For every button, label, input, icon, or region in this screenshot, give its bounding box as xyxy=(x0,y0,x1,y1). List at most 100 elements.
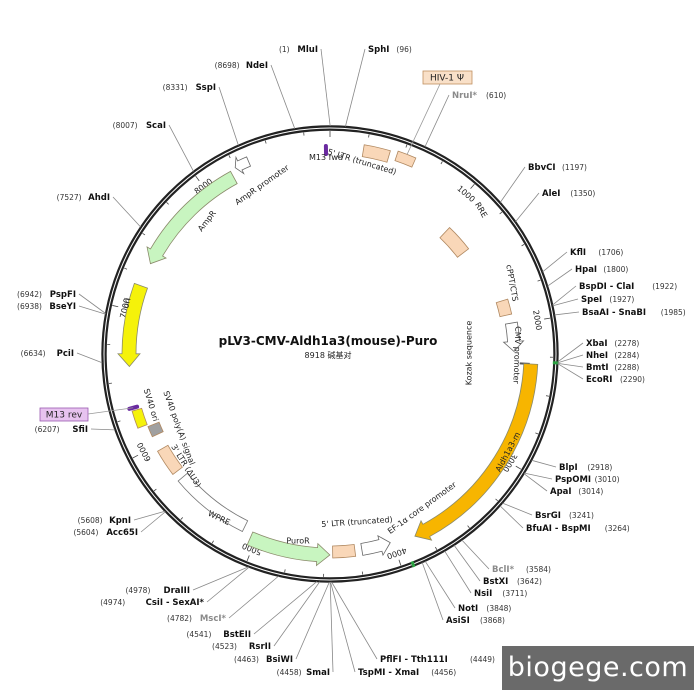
site-position: (2290) xyxy=(620,375,645,384)
site-bfuai-bspmi: BfuAI - BspMI(3264) xyxy=(499,505,630,534)
site-sfii: SfiI(6207) xyxy=(35,425,116,435)
site-bseyi: BseYI(6938) xyxy=(17,302,106,315)
site-leader xyxy=(531,459,557,468)
plasmid-title: pLV3-CMV-Aldh1a3(mouse)-Puro xyxy=(219,334,438,348)
m13-rev-box xyxy=(39,407,89,422)
site-leader xyxy=(557,362,584,368)
feature-label-puror: PuroR xyxy=(286,537,310,546)
site-position: (8007) xyxy=(113,121,138,130)
site-leader xyxy=(524,472,553,480)
site-name: BstXI xyxy=(483,577,508,587)
ring-tick xyxy=(398,559,402,566)
site-name: CsiI - SexAI* xyxy=(146,598,205,608)
site-name: MluI xyxy=(297,45,318,55)
site-leader xyxy=(552,298,579,307)
site-position: (1800) xyxy=(603,265,628,274)
ring-inner xyxy=(104,128,556,580)
site-position: (1985) xyxy=(661,308,686,317)
feature-label-5-ltr-truncated: 5' LTR (truncated) xyxy=(321,515,393,529)
site-name: ApaI xyxy=(550,487,572,497)
site-name: PflFI - Tth111I xyxy=(380,655,448,665)
feature-label-cppt-cts: cPPT/CTS xyxy=(504,264,519,302)
ring-tick xyxy=(264,140,267,144)
ring-tick xyxy=(440,161,443,165)
site-name: Acc65I xyxy=(106,528,138,538)
primer-m13-fwd xyxy=(323,144,329,157)
ring-tick xyxy=(195,175,200,182)
site-position: (1197) xyxy=(562,163,587,172)
ring-tick xyxy=(284,569,286,573)
site-leader xyxy=(329,581,334,673)
feature-puror xyxy=(246,531,331,567)
feature-cmv-promoter xyxy=(502,321,525,353)
site-position: (8331) xyxy=(163,83,188,92)
site-leader xyxy=(557,354,584,364)
site-name: SspI xyxy=(196,83,216,93)
site-name: BsrGI xyxy=(535,511,561,521)
ring-tick xyxy=(521,244,525,247)
site-position: (1) xyxy=(279,45,290,54)
hiv-1-psi-box xyxy=(422,70,473,85)
site-apai: ApaI(3014) xyxy=(523,473,603,497)
site-leader xyxy=(542,251,568,273)
site-name: SpeI xyxy=(581,295,602,305)
tick-label-4000: 4000 xyxy=(386,546,408,561)
feature-hiv-1 xyxy=(394,150,417,168)
watermark-logo: biogege.com xyxy=(502,646,694,690)
site-nsii: NsiI(3711) xyxy=(444,550,527,599)
ring-tick xyxy=(132,454,139,459)
feature-ampr-promoter xyxy=(234,155,252,175)
site-position: (4463) xyxy=(234,655,259,664)
site-bsaai-snabi: BsaAI - SnaBI(1985) xyxy=(554,308,686,318)
site-position: (6207) xyxy=(35,425,60,434)
site-bcli: BclI*(3584) xyxy=(461,539,551,575)
site-position: (2278) xyxy=(614,339,639,348)
site-name: SphI xyxy=(368,45,389,55)
feature-ori xyxy=(117,282,149,368)
site-bsrgi: BsrGI(3241) xyxy=(502,502,594,521)
site-leader xyxy=(461,539,490,570)
site-position: (2918) xyxy=(587,463,612,472)
site-leader xyxy=(554,311,580,316)
feature-label-ampr: AmpR xyxy=(196,208,218,233)
ring-tick xyxy=(545,395,550,397)
feature-3-ltr-u3 xyxy=(156,444,183,476)
ring-tick xyxy=(142,232,146,236)
site-position: (8698) xyxy=(215,61,240,70)
ring-tick xyxy=(544,317,551,320)
site-name: KpnI xyxy=(109,516,131,526)
site-pflfi-tth111i: PflFI - Tth111I(4449) xyxy=(331,581,495,665)
site-name: SmaI xyxy=(306,668,330,678)
site-position: (5608) xyxy=(78,516,103,525)
site-leader xyxy=(557,363,584,380)
ring-tick xyxy=(166,202,169,205)
site-blpi: BlpI(2918) xyxy=(531,459,612,473)
site-position: (5604) xyxy=(73,528,98,537)
tick-label-6000: 6000 xyxy=(135,441,152,463)
ring-outer xyxy=(101,125,559,583)
site-position: (2284) xyxy=(614,351,639,360)
site-position: (4782) xyxy=(167,614,192,623)
feature-sv40-poly-a-signal xyxy=(131,407,148,429)
ring-tick xyxy=(535,432,539,435)
site-leader xyxy=(140,511,166,533)
site-bsteii: BstEII(4541) xyxy=(186,581,318,640)
site-nrui: NruI*(610) xyxy=(424,91,506,147)
site-ecori: EcoRI(2290) xyxy=(557,363,645,385)
site-leader xyxy=(112,196,141,228)
site-name: PspFI xyxy=(50,290,76,300)
site-nhei: NheI(2284) xyxy=(557,351,639,364)
tick-label-2000: 2000 xyxy=(531,309,543,331)
site-name: HpaI xyxy=(575,265,597,275)
feature-aldh1a3-m xyxy=(414,363,539,541)
site-pcii: PciI(6634) xyxy=(21,349,103,364)
site-leader xyxy=(78,293,106,314)
site-position: (4978) xyxy=(125,586,150,595)
site-name: RsrII xyxy=(249,642,271,652)
site-position: (6938) xyxy=(17,302,42,311)
site-leader xyxy=(499,505,524,529)
site-name: AsiSI xyxy=(446,616,470,626)
site-position: (6942) xyxy=(17,290,42,299)
primer-label-m13-fwd: M13 fwd xyxy=(309,153,343,162)
